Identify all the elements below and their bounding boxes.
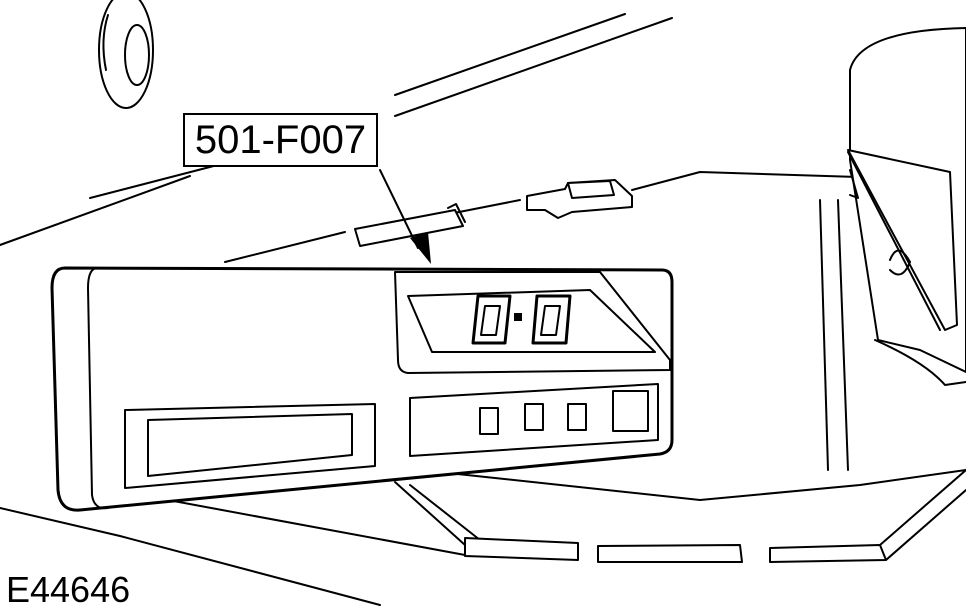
right-bracket	[819, 27, 966, 471]
grommet	[98, 0, 154, 109]
overhead-module	[50, 266, 674, 512]
callout-leader	[379, 169, 431, 264]
figure-id: E44646	[6, 569, 131, 610]
display-digits	[471, 294, 572, 345]
rail-clips	[354, 179, 633, 247]
lower-trim	[0, 469, 966, 606]
callout-label: 501-F007	[183, 113, 378, 167]
